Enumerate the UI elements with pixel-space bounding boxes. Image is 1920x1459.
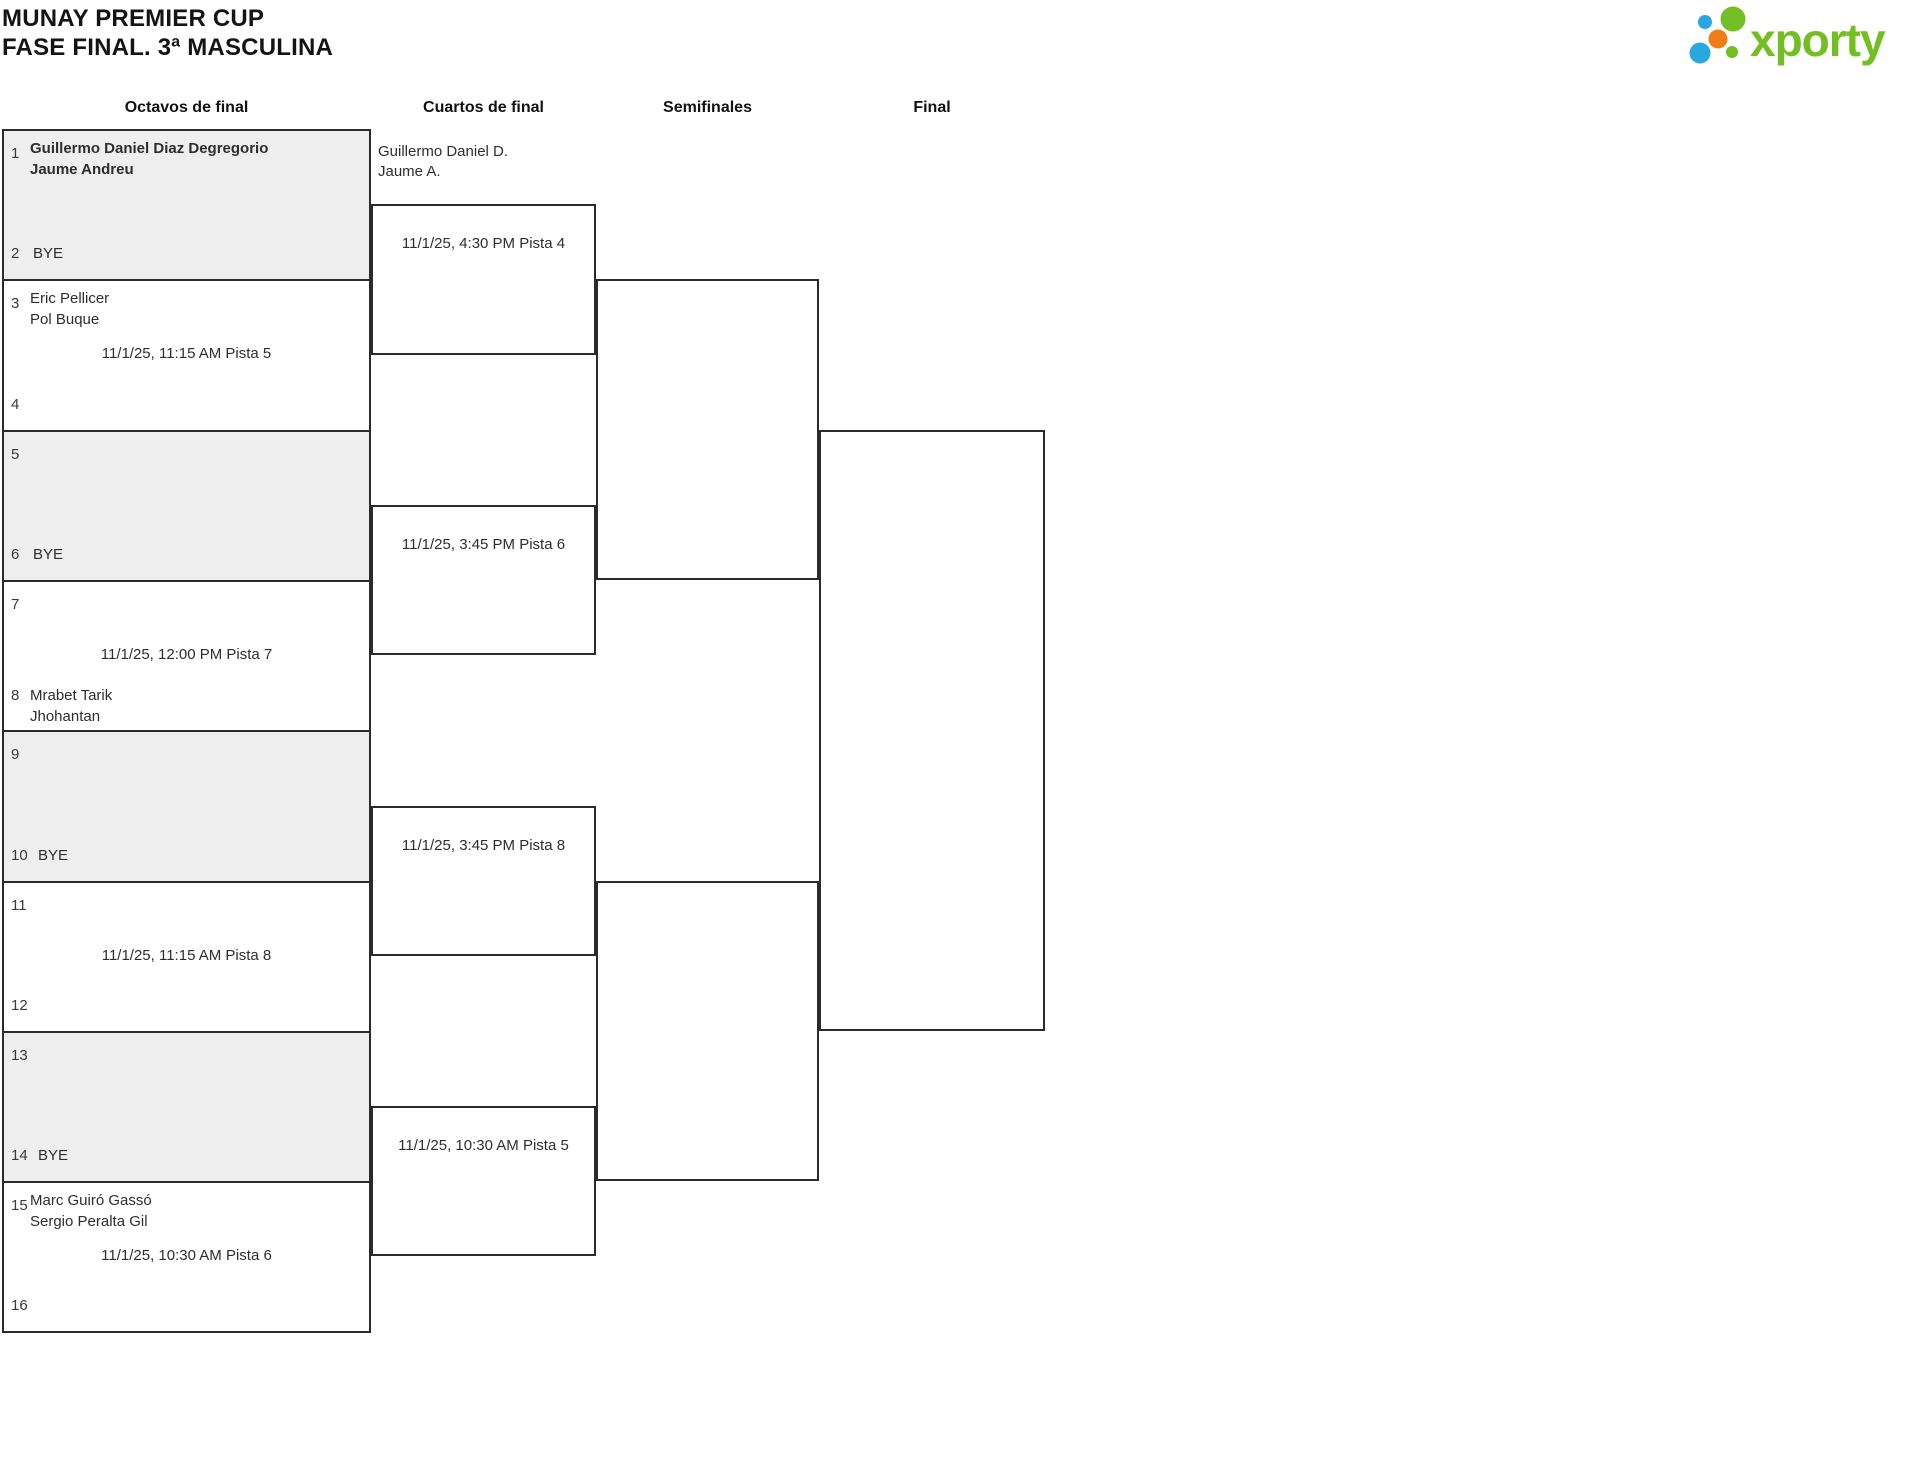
player-name: Mrabet Tarik <box>30 687 113 704</box>
match-box-octavos-2: 3 Eric Pellicer Pol Buque 11/1/25, 11:15… <box>2 279 371 432</box>
team-pair: Mrabet Tarik Jhohantan <box>30 685 112 727</box>
seed-number: 3 <box>11 295 20 312</box>
match-box-octavos-5: 9 10 BYE <box>2 730 371 883</box>
logo-dot-blue-small <box>1698 15 1712 29</box>
player-name: Jaume A. <box>378 163 441 180</box>
match-schedule: 11/1/25, 10:30 AM Pista 5 <box>398 1137 569 1154</box>
seed-number: 10 <box>11 847 28 864</box>
seed-number: 11 <box>11 897 27 914</box>
player-name: Guillermo Daniel Diaz Degregorio <box>30 140 269 157</box>
match-schedule: 11/1/25, 11:15 AM Pista 8 <box>101 947 272 964</box>
bye-label: BYE <box>38 847 69 864</box>
round-header-cuartos: Cuartos de final <box>423 99 544 116</box>
seed-number: 12 <box>11 997 28 1014</box>
match-schedule: 11/1/25, 3:45 PM Pista 8 <box>401 837 566 854</box>
match-box-cuartos-1: 11/1/25, 4:30 PM Pista 4 <box>371 204 596 355</box>
seed-number: 6 <box>11 546 20 563</box>
team-pair: Eric Pellicer Pol Buque <box>30 288 109 330</box>
team-pair: Guillermo Daniel Diaz Degregorio Jaume A… <box>30 138 268 180</box>
logo-dot-orange <box>1708 29 1728 49</box>
seed-number: 1 <box>11 145 20 162</box>
tournament-name: MUNAY PREMIER CUP <box>2 5 265 32</box>
match-box-octavos-4: 7 11/1/25, 12:00 PM Pista 7 8 Mrabet Tar… <box>2 580 371 732</box>
match-box-semifinal-1 <box>596 279 819 580</box>
logo-dot-green-small <box>1726 46 1738 58</box>
bye-label: BYE <box>33 245 64 262</box>
xporty-logo[interactable]: xporty <box>1688 0 1920 75</box>
player-name: Marc Guiró Gassó <box>30 1192 152 1209</box>
match-box-final <box>819 430 1045 1031</box>
round-header-semifinales: Semifinales <box>663 99 752 116</box>
team-pair: Marc Guiró Gassó Sergio Peralta Gil <box>30 1190 152 1232</box>
phase-name: FASE FINAL. 3ª MASCULINA <box>2 34 334 61</box>
logo-dot-green-large <box>1720 6 1746 32</box>
seed-number: 14 <box>11 1147 28 1164</box>
seed-number: 8 <box>11 687 20 704</box>
match-box-cuartos-3: 11/1/25, 3:45 PM Pista 8 <box>371 806 596 956</box>
match-schedule: 11/1/25, 10:30 AM Pista 6 <box>101 1247 272 1264</box>
logo-wordmark: xporty <box>1750 14 1886 66</box>
match-schedule: 11/1/25, 11:15 AM Pista 5 <box>101 345 272 362</box>
seed-number: 15 <box>11 1197 28 1214</box>
player-name: Guillermo Daniel D. <box>378 143 509 160</box>
advanced-team-label: Guillermo Daniel D. Jaume A. <box>378 142 508 182</box>
seed-number: 16 <box>11 1297 28 1314</box>
round-header-octavos: Octavos de final <box>124 99 249 116</box>
seed-number: 2 <box>11 245 20 262</box>
player-name: Sergio Peralta Gil <box>30 1213 148 1230</box>
match-box-cuartos-2: 11/1/25, 3:45 PM Pista 6 <box>371 505 596 655</box>
match-schedule: 11/1/25, 12:00 PM Pista 7 <box>100 646 273 663</box>
player-name: Jhohantan <box>30 708 101 725</box>
match-box-cuartos-4: 11/1/25, 10:30 AM Pista 5 <box>371 1106 596 1256</box>
seed-number: 13 <box>11 1047 28 1064</box>
player-name: Eric Pellicer <box>30 290 110 307</box>
match-box-octavos-1: 1 Guillermo Daniel Diaz Degregorio Jaume… <box>2 129 371 281</box>
match-box-octavos-6: 11 11/1/25, 11:15 AM Pista 8 12 <box>2 881 371 1033</box>
player-name: Jaume Andreu <box>30 161 134 178</box>
seed-number: 4 <box>11 396 20 413</box>
round-header-final: Final <box>913 99 951 116</box>
page-title: MUNAY PREMIER CUP FASE FINAL. 3ª MASCULI… <box>2 4 333 62</box>
match-box-octavos-7: 13 14 BYE <box>2 1031 371 1183</box>
match-schedule: 11/1/25, 4:30 PM Pista 4 <box>401 235 566 252</box>
bye-label: BYE <box>38 1147 69 1164</box>
seed-number: 7 <box>11 596 20 613</box>
player-name: Pol Buque <box>30 311 100 328</box>
seed-number: 5 <box>11 446 20 463</box>
match-schedule: 11/1/25, 3:45 PM Pista 6 <box>401 536 566 553</box>
match-box-octavos-8: 15 Marc Guiró Gassó Sergio Peralta Gil 1… <box>2 1181 371 1333</box>
logo-dot-blue-large <box>1689 42 1711 64</box>
match-box-octavos-3: 5 6 BYE <box>2 430 371 582</box>
match-box-semifinal-2 <box>596 881 819 1181</box>
seed-number: 9 <box>11 746 20 763</box>
bye-label: BYE <box>33 546 64 563</box>
